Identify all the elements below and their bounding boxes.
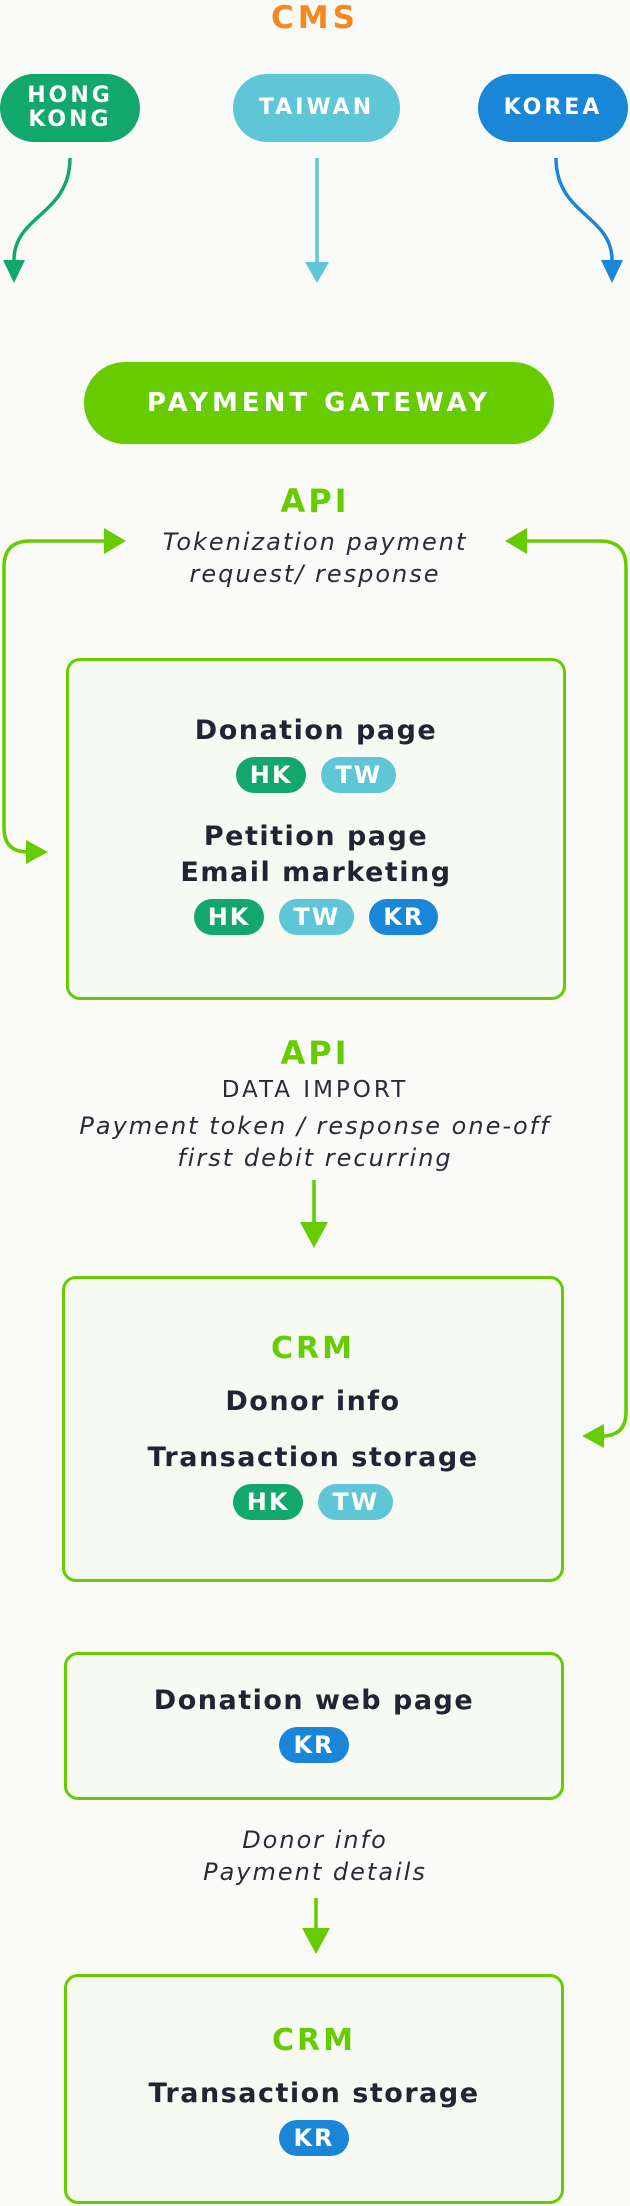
- korea-arrowhead: [601, 260, 623, 283]
- tokenization-line-1: Tokenization payment: [162, 528, 468, 556]
- tokenization-note: Tokenization payment request/ response: [0, 526, 630, 590]
- crm-title-1: CRM: [271, 1331, 355, 1366]
- api-to-crm-arrowhead: [300, 1222, 328, 1248]
- crm-2-badges: KR: [67, 2120, 561, 2156]
- kr-badge: KR: [369, 899, 439, 935]
- payment-token-note: Payment token / response one-off first d…: [0, 1110, 630, 1174]
- kr-badge: KR: [279, 1727, 349, 1763]
- kr-badge: KR: [279, 2120, 349, 2156]
- hong-kong-pill: HONG KONG: [0, 74, 140, 142]
- crm-box-1: CRM Donor info Transaction storage HK TW: [62, 1276, 564, 1582]
- petition-page-heading: Petition page: [203, 821, 429, 852]
- crm-title-2: CRM: [272, 2023, 356, 2058]
- taiwan-label: TAIWAN: [258, 95, 375, 120]
- petition-badges: HK TW KR: [69, 899, 563, 935]
- taiwan-pill: TAIWAN: [233, 74, 400, 142]
- hk-badge: HK: [193, 899, 265, 935]
- tw-badge: TW: [279, 899, 355, 935]
- transaction-storage-heading: Transaction storage: [147, 1442, 479, 1473]
- korea-label: KOREA: [503, 95, 603, 120]
- right-loop-arrowhead-bottom: [582, 1424, 604, 1448]
- korea-arrow: [554, 157, 614, 261]
- tw-badge: TW: [318, 1484, 394, 1520]
- left-loop-arrowhead-top: [104, 528, 126, 554]
- payment-token-line-2: first debit recurring: [177, 1144, 453, 1172]
- payment-gateway: PAYMENT GATEWAY: [84, 362, 554, 444]
- donation-web-page-heading: Donation web page: [153, 1685, 475, 1716]
- korea-pill: KOREA: [478, 74, 628, 142]
- left-loop-line: [2, 539, 104, 854]
- crm-box-2: CRM Transaction storage KR: [64, 1974, 564, 2204]
- donation-web-badges: KR: [67, 1727, 561, 1763]
- donor-info-line: Donor info: [242, 1826, 388, 1854]
- crm-1-badges: HK TW: [65, 1484, 561, 1520]
- payment-token-line-1: Payment token / response one-off: [79, 1112, 551, 1140]
- transaction-storage-heading: Transaction storage: [148, 2078, 480, 2109]
- payment-details-line: Payment details: [203, 1858, 427, 1886]
- right-loop-arrowhead-top: [505, 528, 527, 554]
- donor-details-note: Donor info Payment details: [0, 1824, 630, 1888]
- tokenization-line-2: request/ response: [189, 560, 441, 588]
- api-title-1: API: [280, 482, 350, 520]
- cms-title: CMS: [271, 0, 359, 36]
- hong-kong-arrow: [12, 157, 72, 261]
- tw-badge: TW: [321, 757, 397, 793]
- donation-web-page-box: Donation web page KR: [64, 1652, 564, 1800]
- email-marketing-heading: Email marketing: [180, 857, 452, 888]
- hk-badge: HK: [235, 757, 307, 793]
- hong-kong-arrowhead: [3, 260, 25, 283]
- donation-badges: HK TW: [69, 757, 563, 793]
- api-title-2: API: [280, 1034, 350, 1072]
- donor-info-heading: Donor info: [225, 1386, 401, 1417]
- hong-kong-label: HONG KONG: [27, 83, 113, 132]
- left-loop-arrowhead-bottom: [26, 840, 48, 864]
- donation-page-heading: Donation page: [194, 715, 438, 746]
- payment-gateway-label: PAYMENT GATEWAY: [146, 388, 492, 418]
- taiwan-arrowhead: [305, 262, 329, 283]
- donor-to-crm-arrowhead: [302, 1928, 330, 1954]
- hk-badge: HK: [232, 1484, 304, 1520]
- right-loop-line: [526, 539, 628, 1438]
- data-import-label: DATA IMPORT: [221, 1077, 409, 1103]
- pages-box: Donation page HK TW Petition page Email …: [66, 658, 566, 1000]
